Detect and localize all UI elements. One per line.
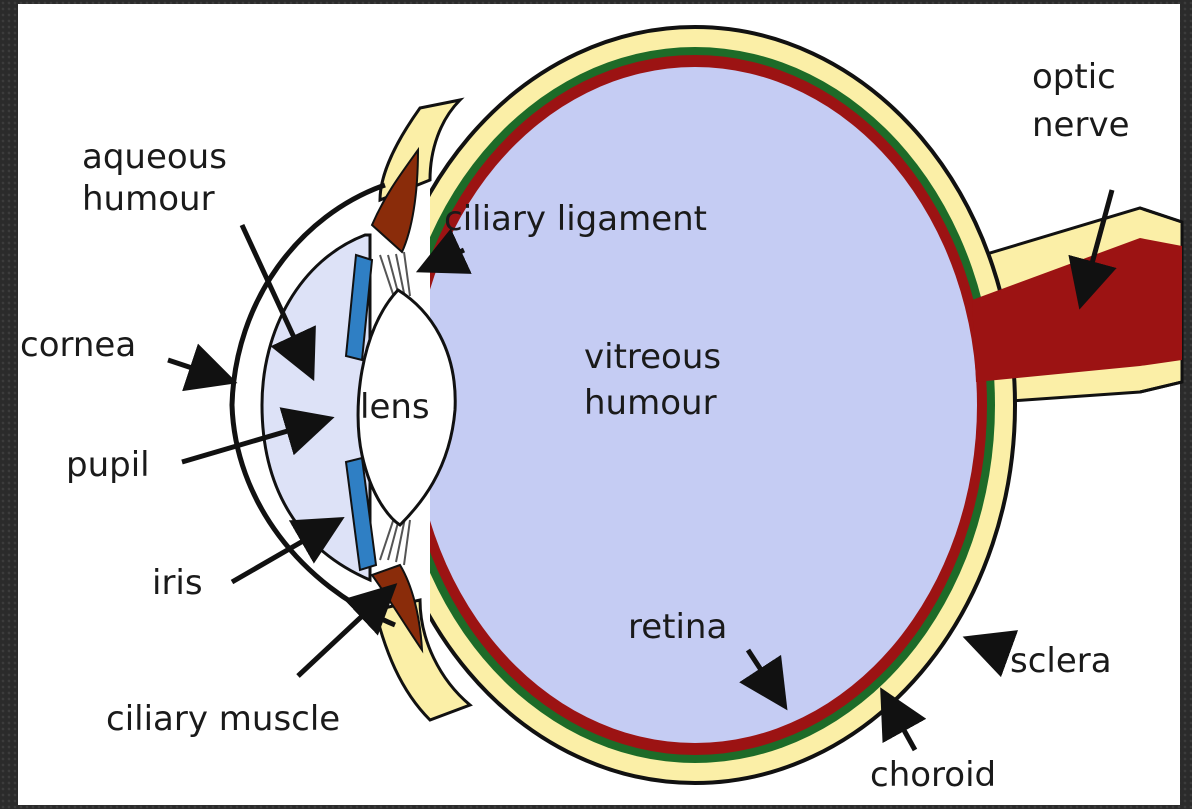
label-optic-nerve-1: optic (1032, 57, 1116, 97)
label-lens: lens (360, 387, 430, 427)
label-pupil: pupil (66, 445, 150, 485)
label-aqueous-humour-1: aqueous (82, 137, 227, 177)
label-sclera: sclera (1010, 641, 1112, 681)
label-choroid: choroid (870, 755, 996, 795)
label-aqueous-humour-2: humour (82, 179, 215, 219)
label-iris: iris (152, 563, 203, 603)
label-retina: retina (628, 607, 727, 647)
label-cornea: cornea (20, 325, 136, 365)
label-optic-nerve-2: nerve (1032, 105, 1129, 145)
label-vitreous-humour-2: humour (584, 383, 717, 423)
label-ciliary-ligament: ciliary ligament (444, 199, 707, 239)
label-vitreous-humour-1: vitreous (584, 337, 721, 377)
label-ciliary-muscle: ciliary muscle (106, 699, 340, 739)
